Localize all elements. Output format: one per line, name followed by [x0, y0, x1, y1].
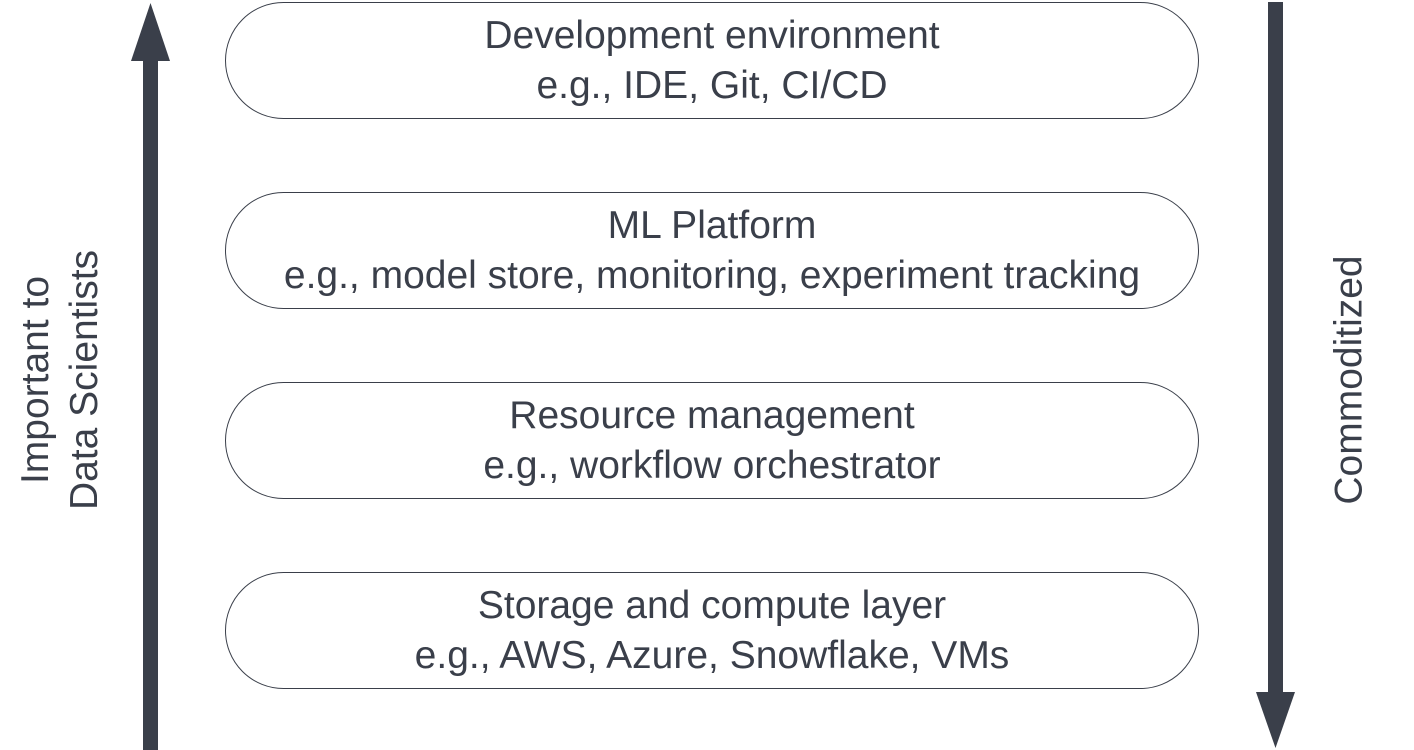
layer-examples: e.g., workflow orchestrator: [483, 443, 941, 487]
left-axis-label-line1: Important to: [14, 275, 57, 485]
layer-development-environment: Development environment e.g., IDE, Git, …: [225, 2, 1199, 119]
down-arrow: [1256, 2, 1295, 748]
layer-storage-and-compute: Storage and compute layer e.g., AWS, Azu…: [225, 572, 1199, 689]
left-axis-label-line2: Data Scientists: [63, 249, 106, 511]
layer-title: Development environment: [484, 13, 940, 57]
layer-examples: e.g., model store, monitoring, experimen…: [283, 253, 1141, 297]
layer-title: ML Platform: [607, 203, 817, 247]
layer-examples: e.g., AWS, Azure, Snowflake, VMs: [414, 633, 1010, 677]
layer-title: Resource management: [509, 393, 915, 437]
right-axis-label: Commoditized: [1327, 255, 1371, 505]
layer-resource-management: Resource management e.g., workflow orche…: [225, 382, 1199, 499]
layer-title: Storage and compute layer: [477, 583, 947, 627]
left-axis-label: Important to Data Scientists: [11, 250, 109, 510]
layer-ml-platform: ML Platform e.g., model store, monitorin…: [225, 192, 1199, 309]
layer-examples: e.g., IDE, Git, CI/CD: [536, 63, 888, 107]
up-arrow: [131, 3, 170, 750]
